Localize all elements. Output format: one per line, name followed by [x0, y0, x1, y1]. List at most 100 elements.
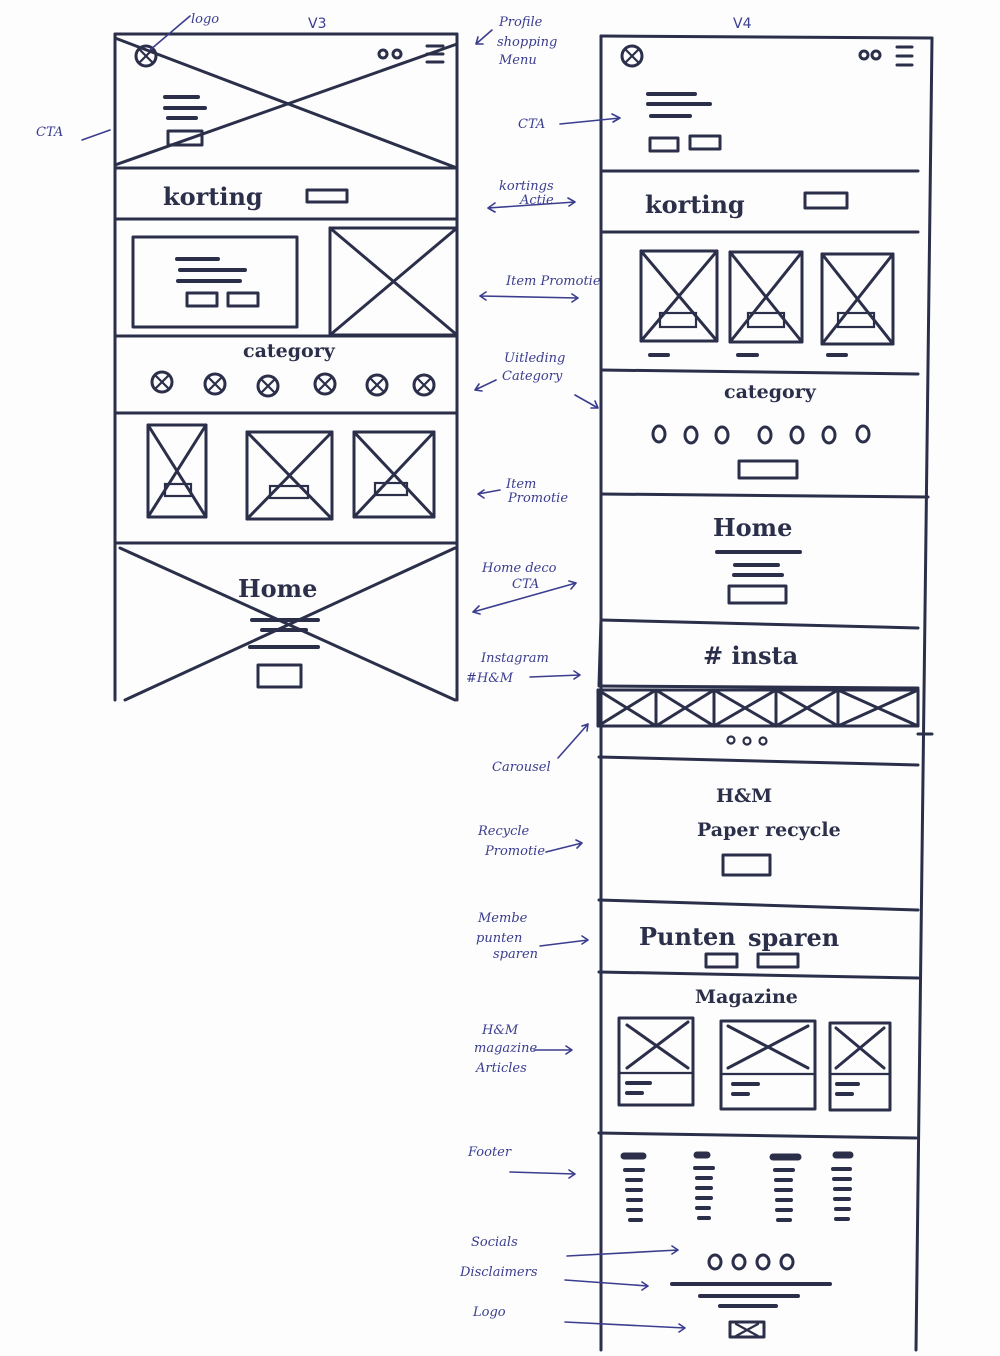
v4-category-label: category: [724, 381, 817, 403]
v3-home-text: [248, 618, 320, 649]
svg-text:#H&M: #H&M: [466, 671, 514, 686]
v4-carousel-dot: [758, 736, 768, 746]
v4-category-icon: [821, 425, 837, 445]
annotation-cta: CTA: [36, 125, 63, 140]
v4-logo-icon: [620, 44, 644, 68]
v3-category-icon: [150, 370, 174, 394]
v4-member-button-2: [756, 952, 800, 969]
v4-carousel-dot: [742, 736, 752, 746]
svg-text:punten: punten: [476, 931, 522, 946]
svg-text:Articles: Articles: [475, 1061, 527, 1076]
v4-hero-button-1: [648, 136, 680, 153]
v3-profile-icon: [377, 48, 389, 60]
v3-promo-text: [175, 257, 247, 283]
annotation-recycle: Recycle: [477, 824, 530, 839]
v4-footer-column: [769, 1153, 802, 1222]
v4-hero-text: [646, 92, 712, 118]
v4-footer-column: [693, 1151, 715, 1220]
v3-item-card: [146, 423, 208, 519]
v4-item-card: [639, 249, 719, 343]
v4-instagram-section: # insta: [597, 618, 920, 690]
v4-category-icons: [651, 424, 871, 445]
v4-home-section: Home: [599, 513, 920, 630]
annotation-logo-bottom: Logo: [472, 1305, 506, 1320]
v4-carousel-section: [596, 688, 934, 767]
v3-home-cta-button: [256, 663, 303, 689]
v4-item-card: [820, 252, 895, 346]
v4-carousel-dot: [726, 735, 736, 745]
v4-recycle-section: H&M Paper recycle: [597, 785, 920, 912]
v4-social-icon: [731, 1253, 747, 1271]
v3-home-section: Home: [118, 546, 457, 702]
v4-category-icon: [714, 425, 730, 445]
v4-hero-button-2: [688, 134, 722, 151]
v4-sparen-label: sparen: [748, 923, 839, 952]
annotation-member: Membe: [477, 911, 528, 926]
v3-hero-cta-button: [166, 129, 204, 147]
v3-category-section: category: [113, 340, 459, 415]
svg-text:sparen: sparen: [493, 947, 538, 962]
v3-category-label: category: [243, 340, 336, 362]
v3-korting-section: korting: [113, 182, 459, 221]
annotation-home-deco: Home deco: [481, 561, 557, 576]
annotation-item-promotie: Item Promotie: [505, 274, 601, 289]
v4-article-card: [719, 1019, 817, 1111]
v4-carousel-slide: [836, 688, 920, 728]
v4-heading: V4: [733, 16, 752, 32]
v4-korting-section: korting: [599, 190, 920, 234]
annotation-footer: Footer: [467, 1145, 512, 1160]
annotation-disclaimers: Disclaimers: [459, 1265, 538, 1280]
v4-social-icons: [707, 1253, 795, 1271]
v4-category-section: category: [599, 381, 930, 499]
svg-text:Menu: Menu: [498, 53, 537, 68]
v4-disclaimer-lines: [670, 1282, 832, 1308]
v3-logo-icon: [134, 44, 158, 68]
svg-text:Promotie: Promotie: [484, 844, 545, 859]
v4-article-card: [828, 1021, 892, 1112]
svg-text:shopping: shopping: [497, 35, 557, 50]
v4-recycle-subtitle: Paper recycle: [697, 819, 841, 841]
v3-korting-label: korting: [163, 182, 263, 211]
svg-text:Promotie: Promotie: [507, 491, 568, 506]
v4-insta-label: # insta: [703, 641, 798, 670]
v4-article-card: [617, 1016, 695, 1107]
v4-social-icon: [779, 1253, 795, 1271]
v4-category-icon: [757, 425, 773, 445]
v4-member-button-1: [704, 952, 739, 969]
v3-item-grid-section: [113, 423, 459, 545]
annotation-item-promotie-2: Item: [505, 477, 536, 492]
v3-hero-text: [163, 95, 207, 120]
annotations: logo CTA Profile shopping Menu CTA korti…: [36, 12, 686, 1333]
v3-promo-button-2: [226, 291, 260, 308]
v4-category-button: [737, 459, 799, 480]
annotation-magazine: H&M: [481, 1023, 519, 1038]
v3-shopping-icon: [391, 48, 403, 60]
annotation-profile: Profile: [498, 15, 543, 30]
v4-social-icon: [707, 1253, 723, 1271]
v4-home-title: Home: [713, 513, 792, 542]
v4-item-card: [728, 250, 804, 344]
v3-item-card: [352, 430, 436, 519]
svg-text:magazine: magazine: [474, 1041, 538, 1056]
annotation-carousel: Carousel: [492, 760, 551, 775]
v4-korting-label: korting: [645, 190, 745, 219]
v4-category-icon: [789, 425, 805, 445]
v4-category-icon: [651, 424, 667, 444]
v4-hm-title: H&M: [716, 785, 772, 807]
v3-wireframe: korting category: [113, 32, 459, 702]
v4-recycle-button: [721, 853, 772, 877]
svg-text:Category: Category: [502, 369, 563, 384]
v3-item-card: [245, 430, 334, 521]
annotation-kortings: kortings: [499, 179, 554, 194]
v3-category-icon: [365, 373, 389, 397]
annotation-instagram: Instagram: [480, 651, 549, 666]
v3-category-icon: [313, 372, 337, 396]
v3-promo-card: [131, 235, 299, 329]
v3-category-icon: [412, 373, 436, 397]
v3-home-title: Home: [238, 574, 317, 603]
v3-category-icon: [203, 372, 227, 396]
v4-profile-icon: [858, 49, 870, 61]
annotation-logo: logo: [191, 12, 219, 27]
svg-text:CTA: CTA: [512, 577, 539, 592]
